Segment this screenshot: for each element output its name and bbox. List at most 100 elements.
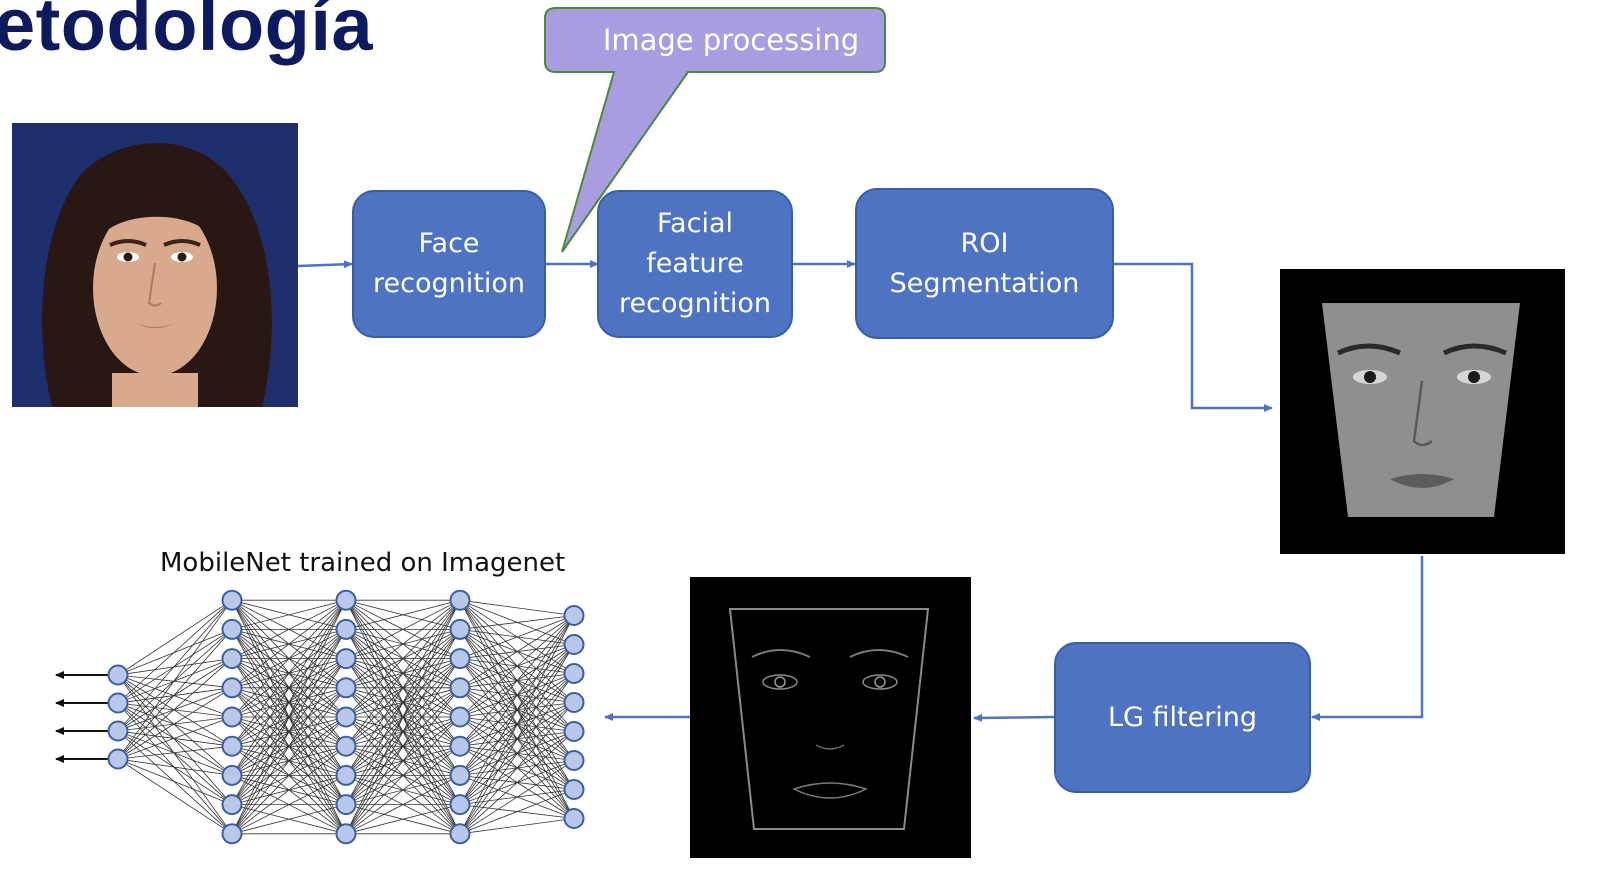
network-node-layer-1 xyxy=(221,677,243,699)
network-edge xyxy=(345,804,461,835)
network-edge xyxy=(117,687,233,704)
network-edge xyxy=(117,599,233,676)
network-node-layer-1 xyxy=(221,823,243,845)
network-node-layer-3 xyxy=(449,706,471,728)
network-edge xyxy=(345,745,461,835)
roi-segmentation-box: ROI Segmentation xyxy=(855,188,1114,339)
network-edge xyxy=(345,600,461,834)
network-edge xyxy=(345,599,461,747)
network-edge xyxy=(231,775,347,835)
network-node-layer-1 xyxy=(221,706,243,728)
network-edge xyxy=(345,599,461,630)
face-recognition-box: Face recognition xyxy=(352,190,546,338)
network-edge xyxy=(459,789,575,835)
slide-title: etodología xyxy=(0,0,374,66)
facial-feature-recognition-label: Facial feature recognition xyxy=(619,208,771,319)
network-node-layer-3 xyxy=(449,589,471,611)
network-edge xyxy=(117,758,233,835)
network-node-layer-2 xyxy=(335,589,357,611)
network-node-layer-1 xyxy=(221,589,243,611)
network-edge xyxy=(459,615,575,834)
network-node-layer-2 xyxy=(335,706,357,728)
network-node-layer-1 xyxy=(221,764,243,786)
network-edge xyxy=(117,674,233,747)
network-edge xyxy=(459,702,575,835)
network-node-layer-0 xyxy=(107,664,129,686)
network-edge xyxy=(117,674,233,776)
network-edge xyxy=(117,687,233,732)
network-edge xyxy=(231,716,347,835)
network-node-layer-4 xyxy=(563,779,585,800)
network-node-layer-2 xyxy=(335,648,357,670)
network-node-layer-3 xyxy=(449,618,471,640)
network-edge xyxy=(231,658,347,835)
network-edge xyxy=(117,758,233,776)
callout-bubble xyxy=(544,7,886,253)
arrow-segmented-to-lg xyxy=(1311,556,1424,721)
network-edge xyxy=(117,702,233,718)
network-edge xyxy=(459,615,575,776)
network-edge xyxy=(117,599,233,760)
segmented-face-photo xyxy=(1280,269,1565,554)
network-edge xyxy=(117,674,233,805)
network-edge xyxy=(117,745,233,760)
network-edge xyxy=(231,599,347,718)
network-node-layer-3 xyxy=(449,764,471,786)
network-node-layer-3 xyxy=(449,823,471,845)
network-edge xyxy=(459,615,575,659)
network-edge xyxy=(459,599,575,616)
network-edge xyxy=(117,730,233,776)
network-node-layer-3 xyxy=(449,735,471,757)
network-edge xyxy=(345,600,461,805)
network-node-layer-3 xyxy=(449,677,471,699)
network-edge xyxy=(117,599,233,704)
network-edge xyxy=(231,745,347,835)
network-edge xyxy=(459,615,575,689)
network-edge xyxy=(117,716,233,732)
network-edge xyxy=(459,615,575,805)
network-edge xyxy=(345,599,461,689)
network-edge xyxy=(231,600,347,805)
network-edge xyxy=(231,599,347,689)
network-edge xyxy=(345,775,461,835)
network-node-layer-4 xyxy=(563,721,585,742)
network-edge xyxy=(117,629,233,760)
network-connections xyxy=(117,599,575,835)
network-edge xyxy=(117,758,233,805)
network-edge xyxy=(117,629,233,676)
network-edge xyxy=(459,731,575,835)
network-edge xyxy=(117,674,233,835)
network-node-layer-4 xyxy=(563,692,585,713)
network-edge xyxy=(117,658,233,760)
network-edge xyxy=(117,687,233,760)
arrow-input-to-face xyxy=(297,260,353,269)
network-edge xyxy=(117,730,233,835)
network-edge xyxy=(117,716,233,760)
network-edge xyxy=(117,702,233,747)
network-edge xyxy=(117,658,233,676)
network-node-layer-4 xyxy=(563,634,585,655)
network-node-layer-2 xyxy=(335,618,357,640)
network-node-layer-4 xyxy=(563,605,585,626)
network-edge xyxy=(345,599,461,718)
network-edge xyxy=(459,760,575,835)
network-edge xyxy=(117,674,233,689)
network-node-layer-0 xyxy=(107,692,129,714)
network-edge xyxy=(459,818,575,835)
network-edge xyxy=(231,600,347,834)
network-edge xyxy=(117,730,233,805)
network-node-layer-2 xyxy=(335,735,357,757)
network-edge xyxy=(459,615,575,630)
network-edge xyxy=(117,702,233,805)
network-node-layer-3 xyxy=(449,794,471,816)
network-edge xyxy=(459,673,575,835)
lg-filtered-face-photo xyxy=(690,577,971,858)
network-node-layer-1 xyxy=(221,794,243,816)
network-edge xyxy=(345,658,461,835)
face-recognition-label: Face recognition xyxy=(373,228,525,299)
network-node-layer-1 xyxy=(221,618,243,640)
network-edge xyxy=(459,615,575,747)
network-edge xyxy=(231,599,347,630)
